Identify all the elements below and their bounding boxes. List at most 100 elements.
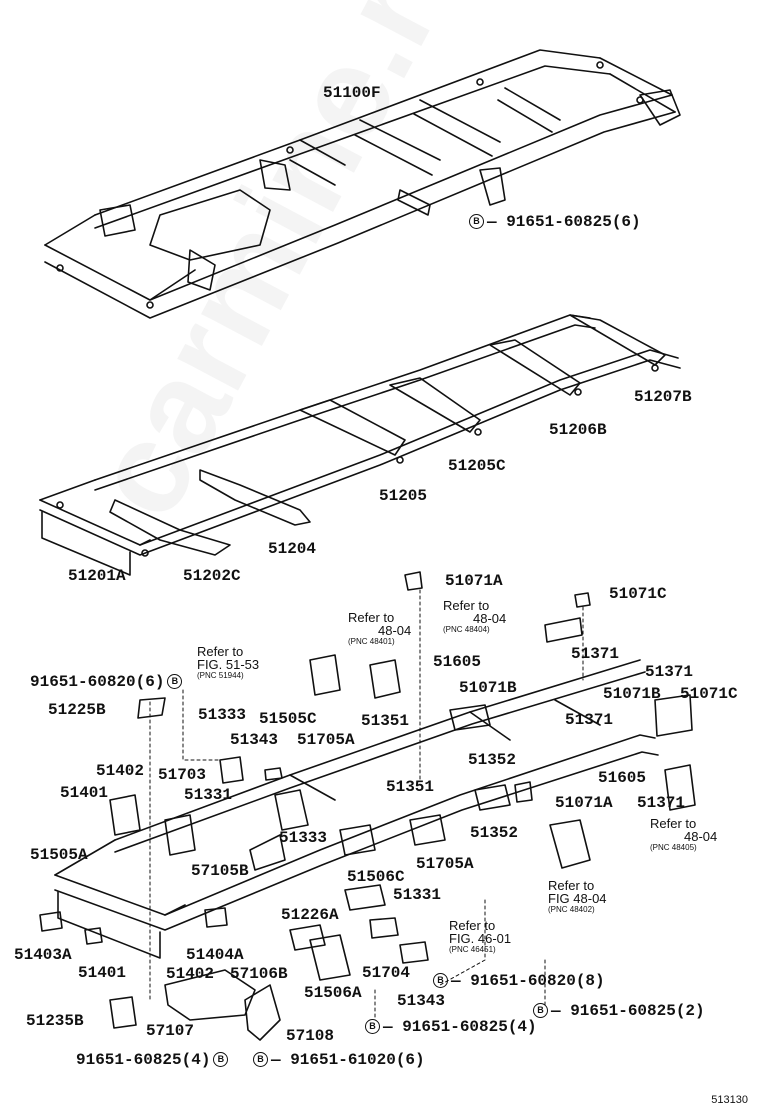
label-51371-c: 51371 [565, 711, 614, 729]
label-57105B: 57105B [191, 862, 249, 880]
label-51402-b: 51402 [166, 965, 215, 983]
label-51404A: 51404A [186, 946, 244, 964]
bracket-parts-drawing [39, 571, 696, 1041]
label-51403A: 51403A [14, 946, 72, 964]
note-line1: Refer to [650, 816, 697, 831]
label-51506A: 51506A [304, 984, 362, 1002]
bolt-label-91651-60820-6: 91651-60820(6)B [30, 673, 185, 691]
label-51371-b: 51371 [645, 663, 694, 681]
note-line1: Refer to [548, 878, 595, 893]
bolt-icon: B [469, 214, 484, 230]
label-51071B-b: 51071B [603, 685, 661, 703]
bolt-icon: B [253, 1052, 268, 1068]
label-51226A: 51226A [281, 906, 339, 924]
label-51505A: 51505A [30, 846, 88, 864]
label-51703: 51703 [158, 766, 207, 784]
bolt-icon: B [533, 1003, 548, 1019]
note-line2: 48-04 [378, 623, 412, 638]
label-57106B: 57106B [230, 965, 288, 983]
label-51205: 51205 [379, 487, 428, 505]
label-51100F: 51100F [323, 84, 381, 102]
bolt-label-91651-60825-4-b: 91651-60825(4)B [76, 1051, 231, 1069]
label-51605-b: 51605 [598, 769, 647, 787]
label-51343: 51343 [230, 731, 279, 749]
note-line2: 48-04 [684, 829, 718, 844]
label-57107: 57107 [146, 1022, 195, 1040]
label-51351-a: 51351 [361, 712, 410, 730]
bolt-icon: B [213, 1052, 229, 1068]
note-line1: Refer to [197, 644, 244, 659]
bolt-icon: B [365, 1019, 380, 1035]
note-line2: FIG. 51-53 [197, 657, 260, 672]
bolt-label-91651-60825-6: B— 91651-60825(6) [466, 213, 641, 231]
label-51371-d: 51371 [637, 794, 686, 812]
label-51207B: 51207B [634, 388, 692, 406]
note-line1: Refer to [443, 598, 490, 613]
bolt-icon: B [167, 674, 183, 690]
label-51071A-b: 51071A [555, 794, 613, 812]
label-51331-a: 51331 [184, 786, 233, 804]
note-line2: 48-04 [473, 611, 507, 626]
label-51401-a: 51401 [60, 784, 109, 802]
label-51071C-b: 51071C [680, 685, 738, 703]
note-pnc: (PNC 48402) [548, 905, 595, 914]
bolt-label-91651-60825-4: B— 91651-60825(4) [362, 1018, 537, 1036]
figure-number: 513130 [711, 1094, 748, 1106]
note-line1: Refer to [348, 610, 395, 625]
label-51605-a: 51605 [433, 653, 482, 671]
label-51071B-a: 51071B [459, 679, 517, 697]
label-51204: 51204 [268, 540, 317, 558]
note-line2: FIG. 46-01 [449, 931, 512, 946]
label-51071A: 51071A [445, 572, 503, 590]
note-pnc: (PNC 46451) [449, 945, 496, 954]
note-pnc: (PNC 48404) [443, 625, 490, 634]
bolt-part-number: 91651-61020(6) [290, 1051, 425, 1069]
label-51505C: 51505C [259, 710, 317, 728]
bolt-label-91651-61020-6: B— 91651-61020(6) [250, 1051, 425, 1069]
bolt-part-number: 91651-60825(2) [570, 1002, 705, 1020]
note-pnc: (PNC 48401) [348, 637, 395, 646]
label-51506C: 51506C [347, 868, 405, 886]
bolt-label-91651-60820-8: B— 91651-60820(8) [430, 972, 605, 990]
note-pnc: (PNC 51944) [197, 671, 244, 680]
label-51705A-a: 51705A [297, 731, 355, 749]
label-57108: 57108 [286, 1027, 335, 1045]
bolt-part-number: 91651-60825(4) [76, 1051, 211, 1069]
label-51352-b: 51352 [470, 824, 519, 842]
frame-assembly-drawing [44, 49, 681, 319]
label-51371-a: 51371 [571, 645, 620, 663]
bolt-part-number: 91651-60820(6) [30, 673, 165, 691]
note-pnc: (PNC 48405) [650, 843, 697, 852]
label-51401-b: 51401 [78, 964, 127, 982]
frame-rail-drawing [39, 314, 681, 576]
label-51705A-b: 51705A [416, 855, 474, 873]
label-51704: 51704 [362, 964, 411, 982]
bolt-label-91651-60825-2: B— 91651-60825(2) [530, 1002, 705, 1020]
bolt-part-number: 91651-60820(8) [470, 972, 605, 990]
label-51331-b: 51331 [393, 886, 442, 904]
label-51202C: 51202C [183, 567, 241, 585]
label-51333-a: 51333 [198, 706, 247, 724]
bolt-icon: B [433, 973, 448, 989]
label-51205C: 51205C [448, 457, 506, 475]
note-line1: Refer to [449, 918, 496, 933]
label-51206B: 51206B [549, 421, 607, 439]
label-51352-a: 51352 [468, 751, 517, 769]
label-51351-b: 51351 [386, 778, 435, 796]
label-51402-a: 51402 [96, 762, 145, 780]
bolt-part-number: 91651-60825(6) [506, 213, 641, 231]
note-line2: FIG 48-04 [548, 891, 607, 906]
label-51201A: 51201A [68, 567, 126, 585]
label-51333-b: 51333 [279, 829, 328, 847]
bolt-part-number: 91651-60825(4) [402, 1018, 537, 1036]
label-51235B: 51235B [26, 1012, 84, 1030]
label-51071C: 51071C [609, 585, 667, 603]
label-51225B: 51225B [48, 701, 106, 719]
